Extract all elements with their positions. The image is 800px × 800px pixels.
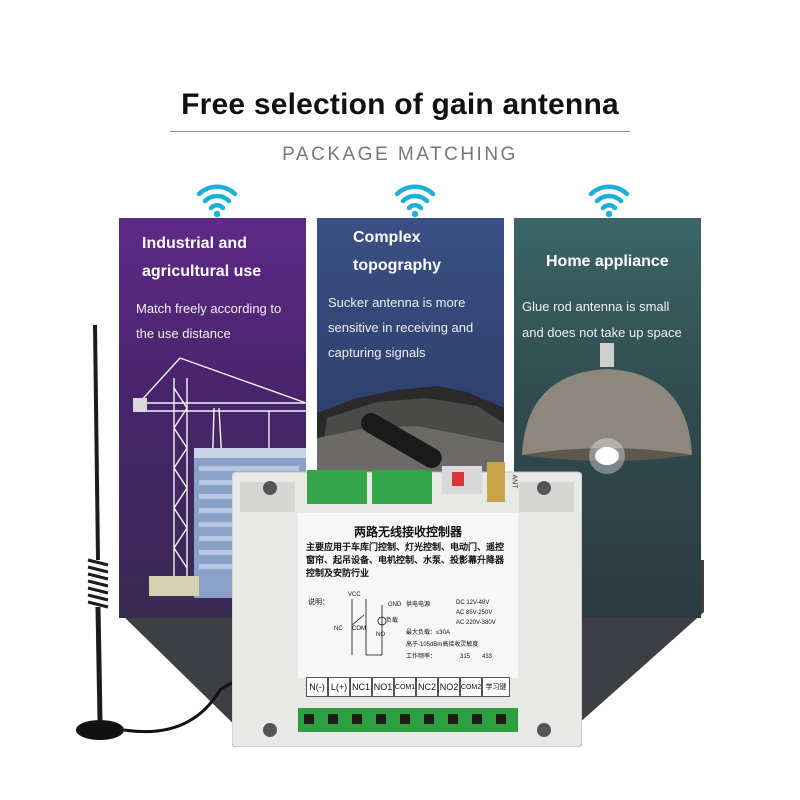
spec-frequency-option: 315 [460, 654, 471, 660]
page-title: Free selection of gain antenna [181, 88, 619, 121]
panel-desc-line: Sucker antenna is more [328, 295, 466, 310]
panel-desc-line: and does not take up space [522, 325, 682, 340]
wiring-com: COM [352, 626, 366, 632]
spec-frequency-option: 433 [482, 654, 493, 660]
device-label-sheet: 两路无线接收控制器 主要应用于车库门控制、灯光控制、电动门、遥控窗帘、起吊设备、… [298, 513, 518, 678]
spec-frequency-label: 工作频率： [406, 654, 437, 660]
sucker-antenna [361, 413, 442, 468]
terminal-label: COM1 [394, 677, 416, 697]
spec-power-label: 供电电源 [406, 602, 431, 608]
wifi-icon [394, 184, 436, 218]
spec-max-load: 最大负载：≤30A [406, 630, 450, 636]
spec-power-option: AC 220V-380V [456, 620, 496, 626]
spec-power-option: DC 12V-48V [456, 600, 490, 606]
panel-desc-line: Match freely according to [136, 301, 282, 316]
terminal-label: NO2 [438, 677, 460, 697]
page-subtitle: PACKAGE MATCHING [282, 144, 518, 165]
panel-title-line: Complex [353, 229, 421, 246]
wiring-vcc: VCC [348, 592, 361, 598]
pendant-lamp-illustration [522, 343, 692, 474]
ant-label: ANT [510, 474, 518, 489]
terminal-label: NO1 [372, 677, 394, 697]
device-label-description: 主要应用于车库门控制、灯光控制、电动门、遥控窗帘、起吊设备、电机控制、水泵、投影… [306, 542, 505, 578]
panel-title-line: topography [353, 257, 441, 274]
terminal-label-row: N(-) L(+) NC1 NO1 COM1 NC2 NO2 COM2 学习键 [306, 677, 510, 697]
spec-power-option: AC 85V-250V [456, 610, 493, 616]
wiring-nc: NC [334, 626, 343, 632]
explain-label: 说明： [308, 599, 329, 606]
terminal-label: COM2 [460, 677, 482, 697]
panel-desc-line: the use distance [136, 326, 231, 341]
wiring-gnd: GND [388, 602, 402, 608]
panel-title-line: Home appliance [546, 253, 669, 270]
terminal-label: NC2 [416, 677, 438, 697]
device-label-title: 两路无线接收控制器 [353, 525, 462, 539]
terminal-label: 学习键 [482, 677, 510, 697]
panel-desc-line: capturing signals [328, 345, 426, 360]
wifi-icon [196, 184, 238, 218]
title-divider [170, 131, 630, 132]
wifi-icon [588, 184, 630, 218]
terminal-label: L(+) [328, 677, 350, 697]
wiring-load: 负载 [386, 618, 399, 624]
panel-desc-line: Glue rod antenna is small [522, 299, 670, 314]
terminal-label: NC1 [350, 677, 372, 697]
terminal-label: N(-) [306, 677, 328, 697]
spec-sensitivity: 高于-105dBm高接收灵敏度 [406, 642, 479, 648]
panel-title-line: agricultural use [142, 263, 262, 280]
wiring-no: NO [376, 632, 385, 638]
wiring-diagram [351, 599, 387, 656]
panel-title-line: Industrial and [142, 235, 247, 252]
panel-desc-line: sensitive in receiving and [328, 320, 474, 335]
